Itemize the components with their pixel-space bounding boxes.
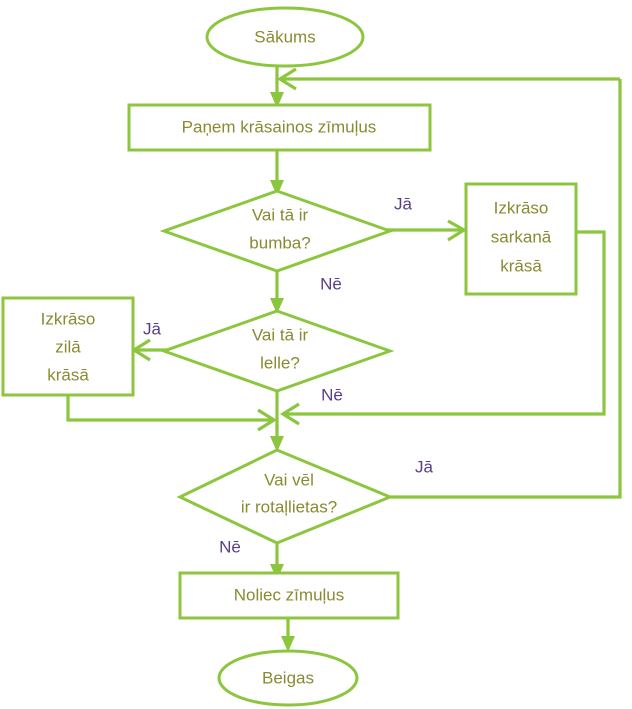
node-put-pencils-label: Noliec zīmuļus [234, 585, 345, 604]
node-is-doll-label-line1: Vai tā ir [252, 325, 309, 344]
edge-label-more-yes: Jā [415, 457, 434, 476]
node-is-ball-label-line1: Vai tā ir [252, 205, 309, 224]
arrowhead-is-doll-top [270, 298, 284, 314]
node-color-red-label-line3: krāsā [500, 256, 542, 275]
edge-label-ball-yes: Jā [394, 194, 413, 213]
node-more-toys-label-line1: Vai vēl [264, 470, 314, 489]
arrowhead-more-toys-top [270, 436, 284, 452]
node-take-pencils-label: Paņem krāsainos zīmuļus [182, 117, 377, 136]
edge-label-ball-no: Nē [320, 274, 342, 293]
node-color-red-label-line1: Izkrāso [494, 198, 549, 217]
node-more-toys-label-line2: ir rotaļlietas? [241, 497, 337, 516]
node-is-doll[interactable] [159, 309, 395, 393]
node-take-pencils[interactable] [127, 103, 432, 152]
arrowhead-take-pencils-top [270, 92, 284, 108]
node-is-ball[interactable] [159, 189, 395, 273]
arrowhead-loop-top [276, 67, 297, 91]
node-put-pencils[interactable] [178, 571, 400, 620]
edge-more-toys-yes-loop [385, 79, 622, 499]
node-color-blue[interactable] [1, 296, 135, 397]
node-start[interactable] [205, 6, 365, 68]
edge-label-more-no: Nē [219, 537, 241, 556]
node-more-toys[interactable] [176, 448, 394, 545]
node-end-label: Beigas [262, 668, 314, 687]
node-end[interactable] [217, 649, 359, 707]
edge-color-blue-to-merge [66, 395, 272, 422]
arrowhead-is-ball-top [270, 180, 284, 196]
node-start-label: Sākums [254, 27, 315, 46]
node-color-blue-label-line3: krāsā [47, 365, 89, 384]
edge-label-doll-yes: Jā [143, 319, 162, 338]
arrowhead-merge-from-left [257, 408, 278, 432]
node-color-blue-label-line1: Izkrāso [41, 309, 96, 328]
node-color-red[interactable] [464, 182, 578, 296]
arrowhead-merge-from-right [279, 402, 300, 426]
node-color-red-label-line2: sarkanā [491, 227, 552, 246]
node-is-ball-label-line2: bumba? [249, 233, 310, 252]
node-color-blue-label-line2: zilā [55, 337, 81, 356]
edge-color-red-to-merge [285, 230, 606, 416]
arrowhead-color-red-left [447, 219, 468, 242]
arrowhead-end-top [281, 636, 295, 652]
node-is-doll-label-line2: lelle? [260, 353, 300, 372]
edge-label-doll-no: Nē [321, 385, 343, 404]
